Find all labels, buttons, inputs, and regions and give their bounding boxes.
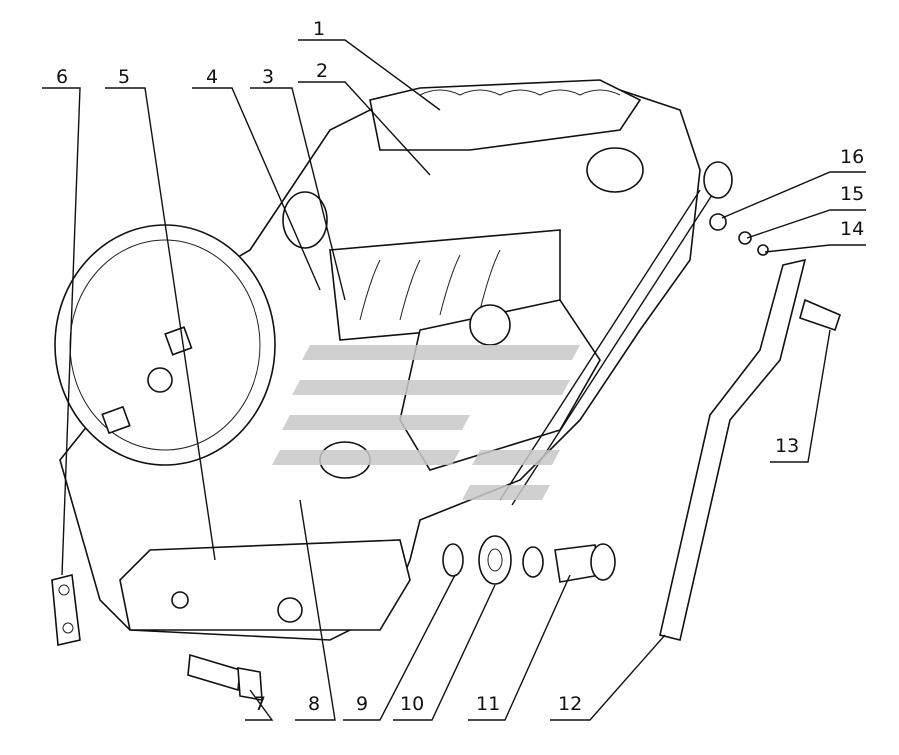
callout-2: 2 bbox=[316, 60, 329, 82]
callout-4: 4 bbox=[206, 66, 219, 88]
callout-10: 10 bbox=[400, 693, 425, 715]
callout-15: 15 bbox=[840, 183, 865, 205]
watermark-logo bbox=[272, 345, 580, 500]
callout-5: 5 bbox=[118, 66, 131, 88]
callout-3: 3 bbox=[262, 66, 275, 88]
callout-14: 14 bbox=[840, 218, 865, 240]
callout-9: 9 bbox=[356, 693, 369, 715]
callout-12: 12 bbox=[558, 693, 583, 715]
callout-11: 11 bbox=[476, 693, 501, 715]
callout-13: 13 bbox=[775, 435, 800, 457]
callout-8: 8 bbox=[308, 693, 321, 715]
callout-6: 6 bbox=[56, 66, 69, 88]
callout-1: 1 bbox=[313, 18, 326, 40]
leader-lines bbox=[42, 39, 866, 721]
loose-parts bbox=[51, 213, 841, 701]
callout-7: 7 bbox=[254, 693, 267, 715]
callout-16: 16 bbox=[840, 146, 865, 168]
